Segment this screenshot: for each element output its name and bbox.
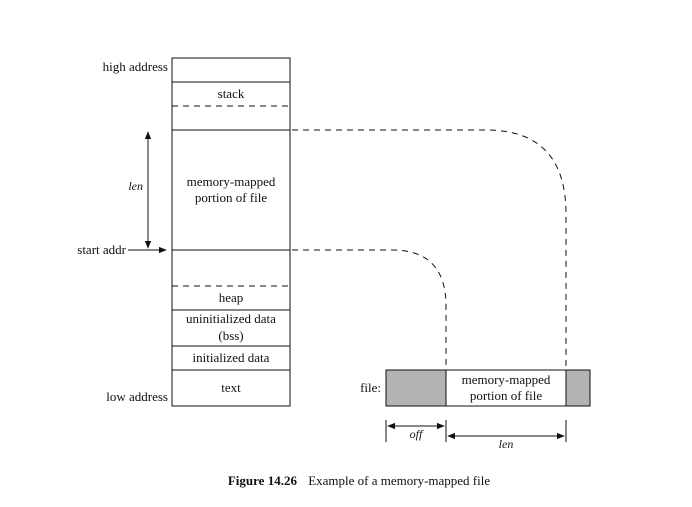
low-address-label: low address	[106, 389, 168, 404]
file-mapped-label-line2: portion of file	[470, 388, 542, 403]
segment-stack-label: stack	[218, 86, 245, 101]
segment-data-label: initialized data	[193, 350, 270, 365]
segment-heap-label: heap	[219, 290, 244, 305]
mapping-connector-bottom	[292, 249, 447, 370]
figure-title: Example of a memory-mapped file	[308, 473, 490, 488]
file-label: file:	[360, 380, 381, 395]
file-unmapped-left	[386, 370, 446, 406]
file-unmapped-right	[566, 370, 590, 406]
figure-number: Figure 14.26	[228, 473, 298, 488]
off-label: off	[410, 427, 424, 441]
file-bar-outline	[385, 369, 591, 407]
figure-caption: Figure 14.26 Example of a memory-mapped …	[228, 473, 491, 488]
file-mapped-label-line1: memory-mapped	[462, 372, 551, 387]
memory-layout-column: stack memory-mapped portion of file heap…	[171, 57, 291, 407]
segment-mapped-label-line1: memory-mapped	[187, 174, 276, 189]
start-addr-label: start addr	[77, 242, 126, 257]
len-label-left: len	[128, 179, 143, 193]
len-label-file: len	[499, 437, 514, 451]
segment-mapped-label-line2: portion of file	[195, 190, 267, 205]
file-mapped-region	[446, 370, 566, 406]
mapping-connector-top	[292, 129, 567, 370]
segment-bss-label-line1: uninitialized data	[186, 311, 276, 326]
segment-text-label: text	[221, 380, 241, 395]
file-bar: memory-mapped portion of file	[385, 369, 591, 407]
memory-column-outline	[171, 57, 291, 407]
high-address-label: high address	[103, 59, 168, 74]
segment-bss-label-line2: (bss)	[218, 328, 243, 343]
